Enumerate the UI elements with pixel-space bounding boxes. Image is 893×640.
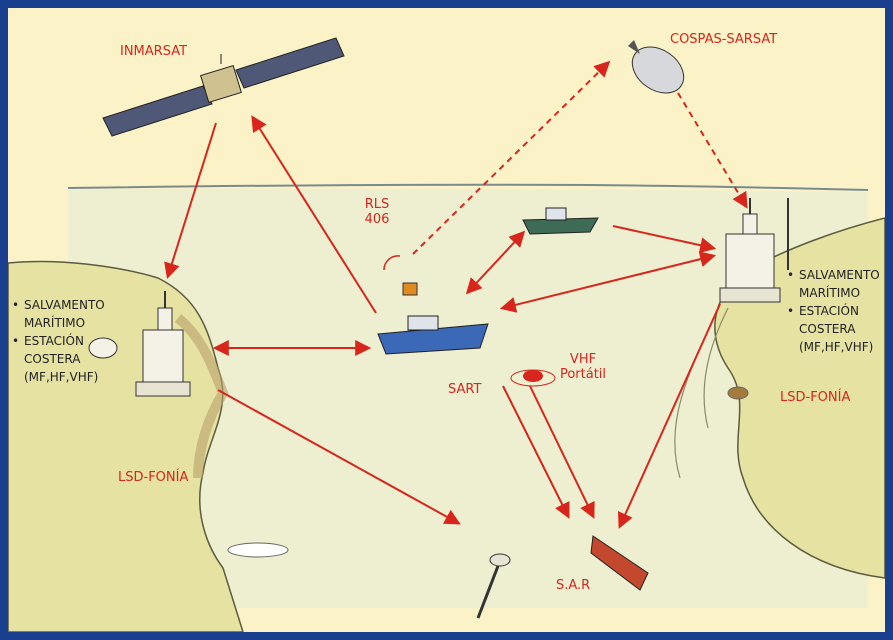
right-station-list: SALVAMENTO MARÍTIMO ESTACIÓN COSTERA(MF,… xyxy=(785,266,883,356)
diagram-artwork xyxy=(8,8,885,632)
diagram-canvas: INMARSAT COSPAS-SARSAT RLS 406 VHF Portá… xyxy=(8,8,885,632)
left-station-item: SALVAMENTO MARÍTIMO xyxy=(10,296,128,332)
arrow-cospas-right xyxy=(678,93,746,206)
rock-right xyxy=(728,387,748,399)
rls-label: RLS xyxy=(363,197,391,212)
lsd-fonia-right-label: LSD-FONÍA xyxy=(780,390,850,405)
right-station-item: ESTACIÓN COSTERA(MF,HF,VHF) xyxy=(785,302,883,356)
right-station-item: SALVAMENTO MARÍTIMO xyxy=(785,266,883,302)
sart-label: SART xyxy=(448,382,481,397)
vhf-label: VHF xyxy=(553,352,613,367)
rocks-left xyxy=(228,543,288,557)
left-station-list: SALVAMENTO MARÍTIMO ESTACIÓN COSTERA(MF,… xyxy=(10,296,128,386)
left-station-item: ESTACIÓN COSTERA(MF,HF,VHF) xyxy=(10,332,128,386)
lsd-fonia-left-label: LSD-FONÍA xyxy=(118,470,188,485)
cospas-sarsat-label: COSPAS-SARSAT xyxy=(670,32,777,47)
vhf-portatil-label: Portátil xyxy=(553,367,613,382)
rls-406-label: 406 xyxy=(363,212,391,227)
inmarsat-label: INMARSAT xyxy=(120,44,187,59)
cospas-satellite xyxy=(624,38,693,103)
sar-label: S.A.R xyxy=(556,578,590,593)
